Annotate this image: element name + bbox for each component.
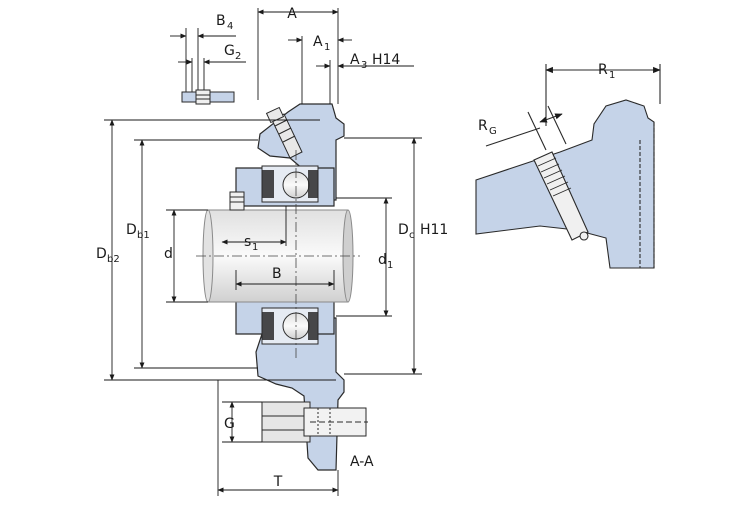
label-s1-sub: 1 (252, 242, 258, 253)
label-A1: A (313, 34, 323, 50)
label-Db1: D (126, 222, 137, 238)
dimension-lines (104, 8, 422, 496)
label-Dc-sub: c (409, 230, 415, 241)
label-H11: H11 (420, 222, 448, 238)
label-d1: d (378, 252, 387, 268)
label-B4-sub: 4 (227, 21, 233, 32)
dimension-labels: A A 1 A 3 H14 B 4 G 2 R 1 R G D b1 D b2 … (96, 6, 615, 490)
label-A: A (287, 6, 297, 22)
label-A3: A (350, 52, 360, 68)
label-A3-sub: 3 (361, 60, 367, 71)
set-screw (229, 191, 245, 211)
ball-bearing-lower (261, 307, 319, 345)
grease-nipple (265, 106, 303, 159)
label-G2-sub: 2 (235, 51, 241, 62)
detail-view-small (181, 89, 235, 105)
label-section: A-A (350, 454, 374, 470)
label-Db2: D (96, 246, 107, 262)
mounting-bolt (261, 401, 368, 443)
label-Db1-sub: b1 (137, 230, 150, 241)
label-G: G (224, 416, 235, 432)
label-T: T (273, 474, 283, 490)
label-B4: B (216, 13, 226, 29)
label-d: d (164, 246, 173, 262)
label-A1-sub: 1 (324, 42, 330, 53)
label-RG: R (478, 118, 488, 134)
label-H14: H14 (372, 52, 400, 68)
label-G2: G (224, 43, 235, 59)
ball-bearing-upper (261, 165, 319, 203)
label-Db2-sub: b2 (107, 254, 120, 265)
label-R1: R (598, 62, 608, 78)
label-Dc: D (398, 222, 409, 238)
label-d1-sub: 1 (387, 260, 393, 271)
centre-lines (196, 150, 360, 360)
label-B: B (272, 266, 282, 282)
label-s1: s (244, 234, 251, 250)
label-R1-sub: 1 (609, 70, 615, 81)
detail-view-right (475, 64, 661, 269)
label-RG-sub: G (489, 126, 497, 137)
